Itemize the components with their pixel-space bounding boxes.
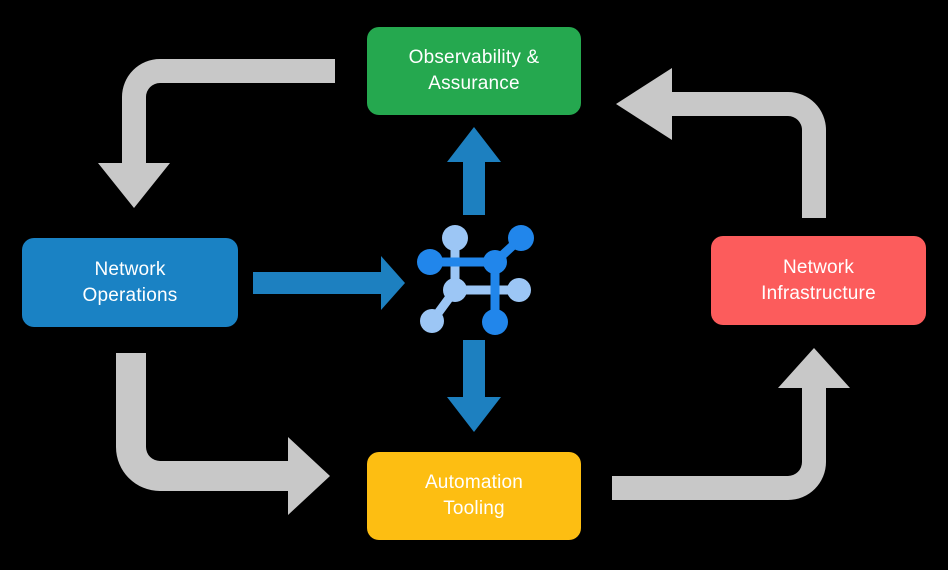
icon-node-strong-bottom (482, 309, 508, 335)
icon-node-strong-top-right (508, 225, 534, 251)
gray-arrow-infrastructure-to-observability (616, 68, 826, 218)
network-topology-icon (417, 225, 534, 335)
blue-arrow-operations-to-center (253, 256, 405, 310)
icon-node-strong-center (483, 250, 507, 274)
node-observability-assurance[interactable]: Observability & Assurance (367, 27, 581, 115)
node-network-operations[interactable]: Network Operations (22, 238, 238, 327)
gray-arrow-observability-to-operations (98, 59, 335, 208)
blue-arrow-center-to-automation (447, 340, 501, 432)
gray-arrow-automation-to-infrastructure (612, 348, 850, 500)
node-network-infrastructure[interactable]: Network Infrastructure (711, 236, 926, 325)
icon-node-light-top (442, 225, 468, 251)
icon-node-light-right (507, 278, 531, 302)
icon-node-light-center (443, 278, 467, 302)
gray-arrow-operations-to-automation (116, 353, 330, 515)
blue-arrow-center-to-observability (447, 127, 501, 215)
node-automation-tooling[interactable]: Automation Tooling (367, 452, 581, 540)
icon-node-light-bottom-left (420, 309, 444, 333)
icon-node-strong-left (417, 249, 443, 275)
